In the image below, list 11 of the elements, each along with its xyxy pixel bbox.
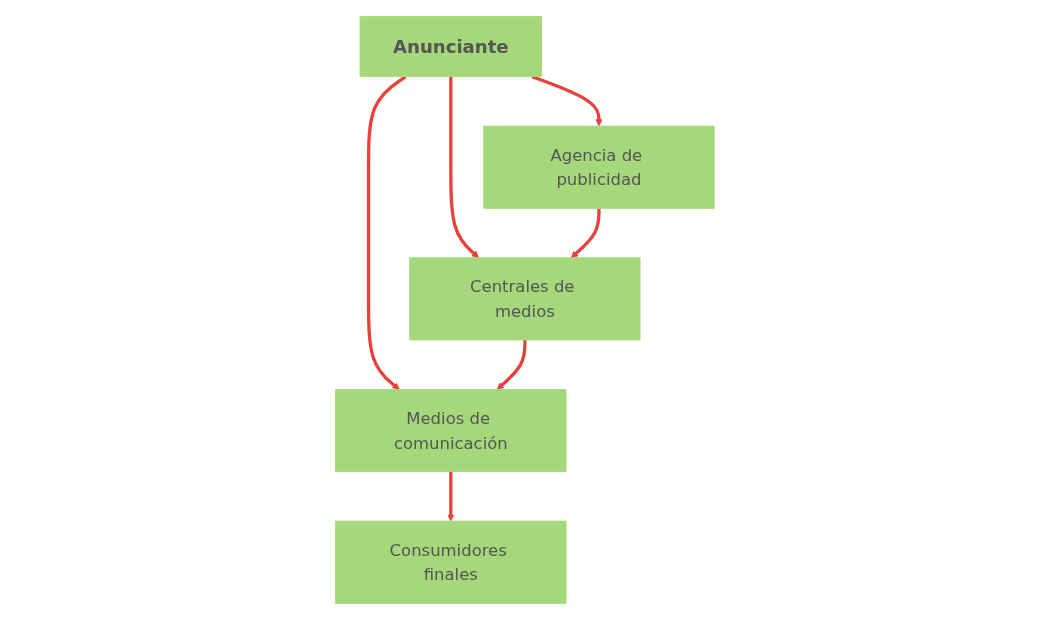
arrow xyxy=(496,340,527,390)
arrow xyxy=(447,471,455,522)
arrow xyxy=(366,75,407,390)
node-box: Anunciante xyxy=(359,16,543,78)
node-box: Medios de comunicación xyxy=(335,389,567,473)
arrow xyxy=(449,76,480,259)
arrow xyxy=(570,208,601,259)
node-box: Consumidores finales xyxy=(335,520,567,604)
node-box: Centrales de medios xyxy=(409,257,641,341)
arrow xyxy=(531,75,603,127)
node-box: Agencia de publicidad xyxy=(483,125,715,209)
